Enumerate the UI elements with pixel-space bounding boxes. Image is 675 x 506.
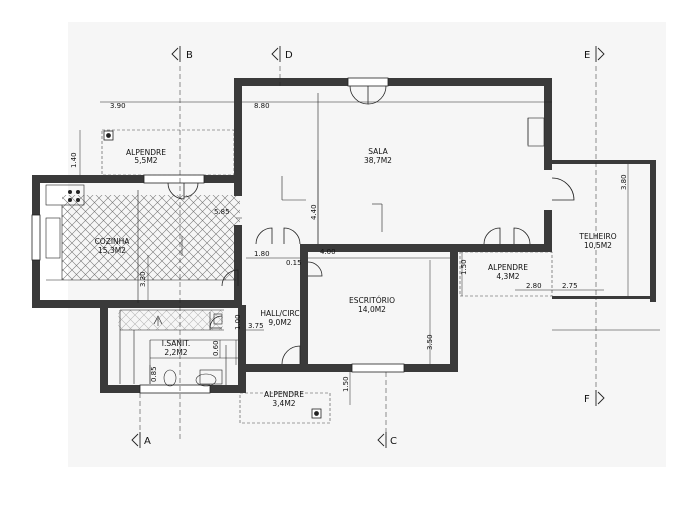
dim-4-00: 4.00 bbox=[320, 248, 336, 256]
dim-3-80: 3.80 bbox=[620, 174, 628, 190]
room-area: 15,3M2 bbox=[98, 246, 126, 255]
room-isanit: I.SANIT. 2,2M2 bbox=[162, 339, 191, 357]
room-area: 14,0M2 bbox=[358, 305, 386, 314]
dimension-labels: 3.90 8.80 1.40 5.85 4.40 1.80 4.00 0.15 … bbox=[70, 102, 628, 392]
section-markers bbox=[131, 46, 605, 448]
post-markers bbox=[103, 130, 322, 419]
room-name: TELHEIRO bbox=[578, 232, 616, 241]
room-area: 5,5M2 bbox=[134, 156, 157, 165]
dim-2-75: 2.75 bbox=[562, 282, 578, 290]
porch-outlines bbox=[101, 129, 553, 424]
room-escritorio: ESCRITÓRIO 14,0M2 bbox=[349, 296, 395, 314]
section-label-a: A bbox=[144, 436, 151, 447]
room-name: HALL/CIRC bbox=[260, 309, 299, 318]
stair-hatch bbox=[118, 310, 223, 330]
section-label-c: C bbox=[390, 436, 397, 447]
room-name: ESCRITÓRIO bbox=[349, 296, 395, 305]
dim-3-50: 3.50 bbox=[426, 334, 434, 350]
dim-4-40: 4.40 bbox=[310, 204, 318, 220]
section-label-f: F bbox=[584, 394, 590, 405]
room-name: ALPENDRE bbox=[264, 390, 304, 399]
room-name: ALPENDRE bbox=[126, 148, 166, 157]
dimension-lines bbox=[79, 66, 660, 440]
dim-1-50-porch-e: 1.50 bbox=[460, 259, 468, 275]
dim-3-90: 3.90 bbox=[110, 102, 126, 110]
dim-0-85: 0.85 bbox=[150, 366, 158, 382]
room-hall: HALL/CIRC 9,0M2 bbox=[260, 309, 299, 327]
room-sala: SALA 38,7M2 bbox=[364, 147, 392, 165]
room-alpendre-nw: ALPENDRE 5,5M2 bbox=[126, 148, 166, 165]
kitchen-floor-hatch bbox=[62, 195, 240, 280]
dim-3-75: 3.75 bbox=[248, 322, 264, 330]
room-name: COZINHA bbox=[95, 237, 131, 246]
room-area: 3,4M2 bbox=[272, 399, 295, 408]
room-alpendre-e: ALPENDRE 4,3M2 bbox=[488, 263, 528, 281]
section-label-b: B bbox=[186, 50, 193, 61]
room-name: SALA bbox=[368, 147, 388, 156]
room-area: 38,7M2 bbox=[364, 156, 392, 165]
room-area: 2,2M2 bbox=[164, 348, 187, 357]
windows bbox=[31, 77, 405, 394]
room-cozinha: COZINHA 15,3M2 bbox=[95, 237, 131, 255]
dim-2-80: 2.80 bbox=[526, 282, 542, 290]
section-label-e: E bbox=[584, 50, 590, 61]
room-name: I.SANIT. bbox=[162, 339, 191, 348]
room-area: 9,0M2 bbox=[268, 318, 291, 327]
dim-1-40: 1.40 bbox=[70, 152, 78, 168]
room-area: 10,5M2 bbox=[584, 241, 612, 250]
dim-1-50-porch-s: 1.50 bbox=[342, 376, 350, 392]
dim-1-00: 1.00 bbox=[234, 314, 242, 330]
room-telheiro: TELHEIRO 10,5M2 bbox=[578, 232, 616, 250]
dim-1-80: 1.80 bbox=[254, 250, 270, 258]
dim-0-60: 0.60 bbox=[212, 340, 220, 356]
dim-8-80: 8.80 bbox=[254, 102, 270, 110]
room-area: 4,3M2 bbox=[496, 272, 519, 281]
dim-0-15: 0.15 bbox=[286, 259, 302, 267]
stove-icon bbox=[68, 190, 80, 202]
doors bbox=[167, 85, 575, 365]
room-name: ALPENDRE bbox=[488, 263, 528, 272]
room-alpendre-s: ALPENDRE 3,4M2 bbox=[264, 390, 304, 408]
dim-5-85: 5.85 bbox=[214, 208, 230, 216]
section-label-d: D bbox=[285, 50, 293, 61]
dim-3-30: 3.30 bbox=[139, 271, 147, 287]
